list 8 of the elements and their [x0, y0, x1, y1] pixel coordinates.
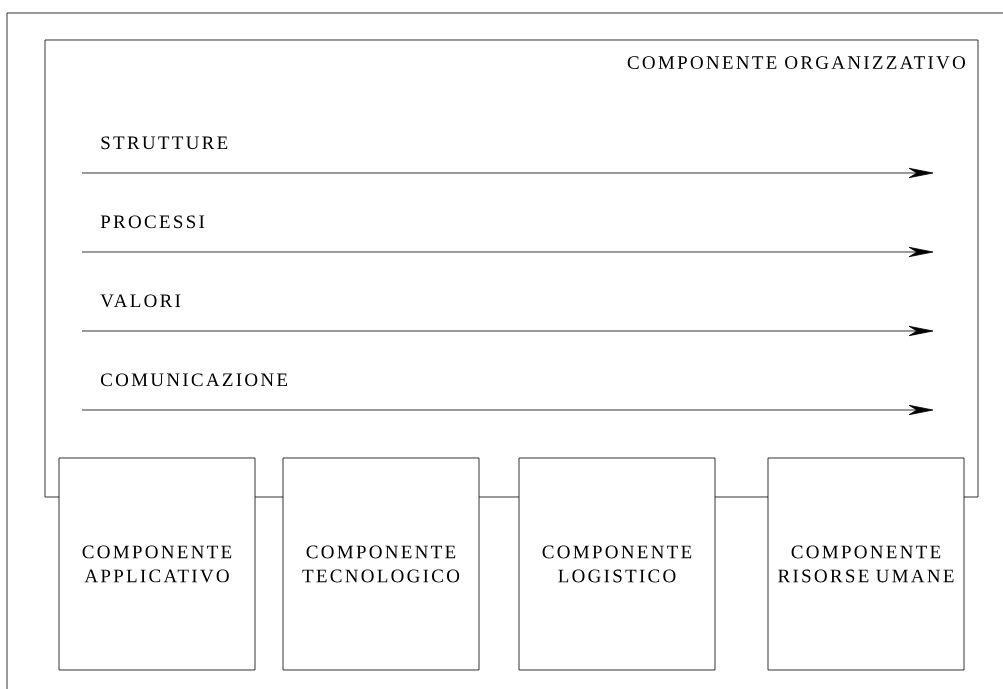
arrow-label: PROCESSI: [100, 215, 205, 229]
component-box: COMPONENTE APPLICATIVO: [58, 457, 256, 671]
arrow-label: COMUNICAZIONE: [101, 373, 287, 387]
component-box: COMPONENTE LOGISTICO: [518, 457, 716, 671]
arrow-label: VALORI: [100, 294, 181, 308]
arrow-label: STRUTTURE: [101, 136, 228, 150]
component-box: COMPONENTE RISORSE UMANE: [767, 457, 965, 671]
component-box: COMPONENTE TECNOLOGICO: [282, 457, 480, 671]
